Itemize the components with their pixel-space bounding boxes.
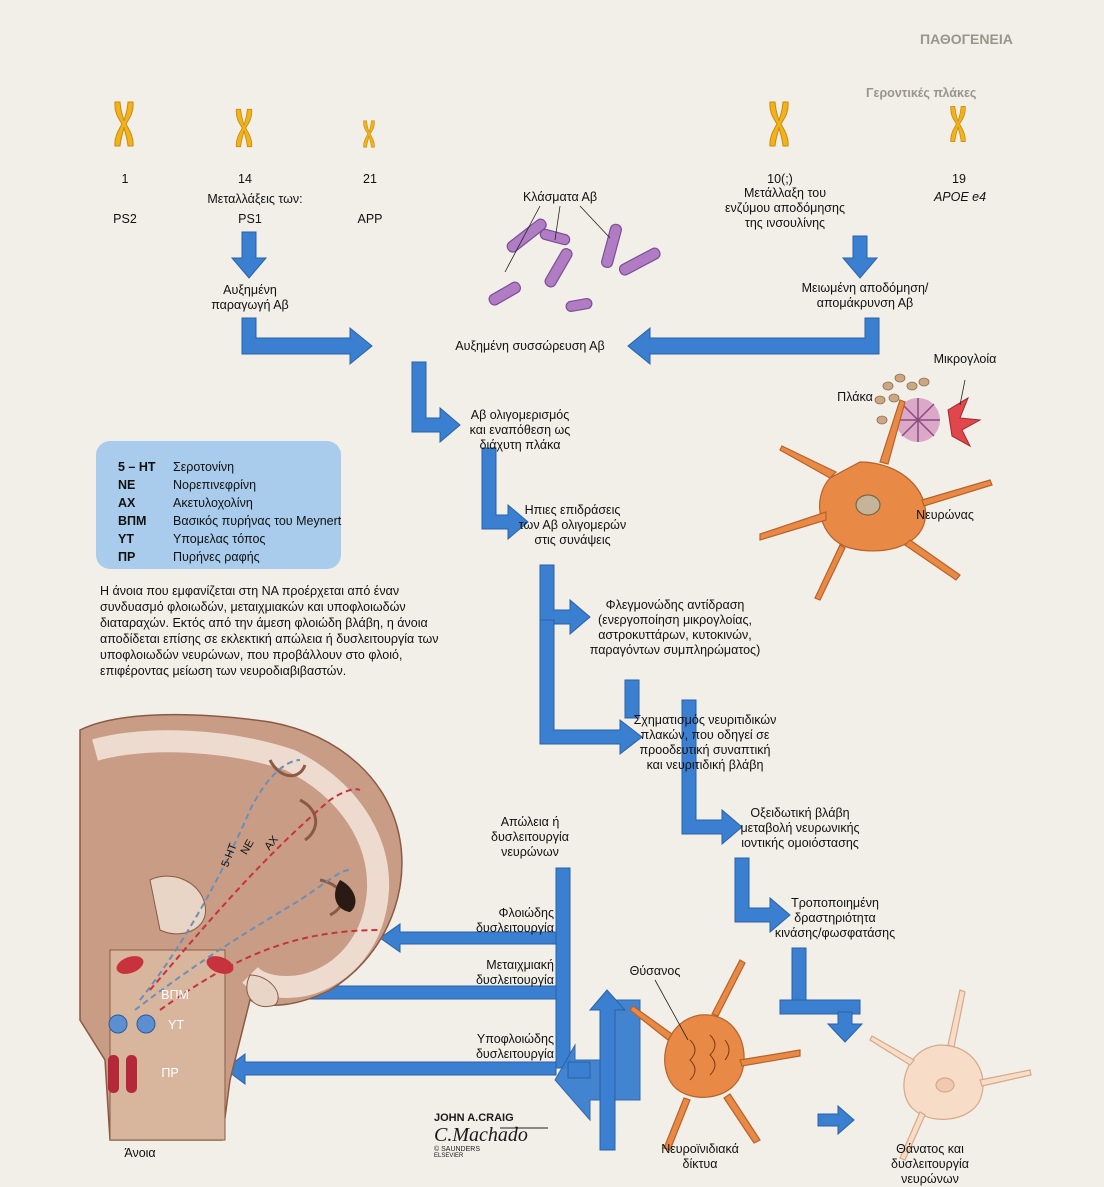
chromosome-number: 21 (355, 172, 385, 187)
mutations-label: Μεταλλάξεις των: (190, 192, 320, 207)
ab-fragment (565, 298, 592, 312)
arrow-to-tangles (568, 1062, 590, 1078)
arrow-tangle-to-death (818, 1106, 854, 1134)
dying-neuron-figure (870, 990, 1031, 1160)
chromosome-19 (951, 106, 966, 141)
tangle-label: Θύσανος (620, 964, 690, 979)
ab-fragment (487, 280, 522, 307)
gene-label: PS2 (100, 212, 150, 227)
microglia-label: Μικρογλοία (920, 352, 1010, 367)
ab-fragment (543, 247, 574, 289)
gene-label: PS1 (225, 212, 275, 227)
chromosome-1 (115, 102, 133, 146)
reduced-clearance-label: Μειωμένη αποδόμηση/απομάκρυνση Αβ (790, 281, 940, 311)
gene-label: APOE e4 (920, 190, 1000, 205)
ab-fragment (618, 246, 662, 276)
vpm-label: ΒΠΜ (150, 988, 200, 1003)
ab-fragments (487, 217, 661, 312)
dementia-explanation: Η άνοια που εμφανίζεται στη ΝΑ προέρχετα… (100, 583, 450, 679)
flow-arrows (225, 232, 879, 1150)
signature: JOHN A.CRAIG C.Machado © SAUNDERS ELSEVI… (434, 1112, 554, 1159)
increased-accumulation-label: Αυξημένη συσσώρευση Αβ (440, 339, 620, 354)
tangle-neuron-figure (630, 960, 800, 1150)
arrow-to-death-cell (828, 1012, 862, 1042)
arrow-enzyme-down (843, 236, 877, 278)
yt-label: ΥΤ (156, 1018, 196, 1033)
chromosome-21 (364, 121, 375, 147)
arrow-ps1-down (232, 232, 266, 278)
ab-fragments-label: Κλάσματα Αβ (500, 190, 620, 205)
dementia-label: Άνοια (110, 1146, 170, 1161)
plaque-label: Πλάκα (825, 390, 885, 405)
arrow-production-to-accumulation (242, 318, 372, 364)
chromosome-14 (236, 109, 251, 146)
chromosome-number: 19 (944, 172, 974, 187)
inflammation-label: Φλεγμονώδης αντίδραση(ενεργοποίηση μικρο… (575, 598, 775, 658)
arrow-neuron-loss-down (556, 868, 570, 1068)
ab-fragment (539, 228, 571, 245)
chromosome-number: 1 (110, 172, 140, 187)
chromosome-number: 14 (230, 172, 260, 187)
neuron-label: Νευρώνας (900, 508, 990, 523)
ab-fragment (601, 223, 623, 268)
gene-label: APP (345, 212, 395, 227)
pr-label: ΠΡ (150, 1066, 190, 1081)
chromosome-10 (770, 102, 788, 146)
chromosome-number: 10(;) (755, 172, 805, 187)
arrow-clearance-to-accumulation (628, 318, 879, 364)
